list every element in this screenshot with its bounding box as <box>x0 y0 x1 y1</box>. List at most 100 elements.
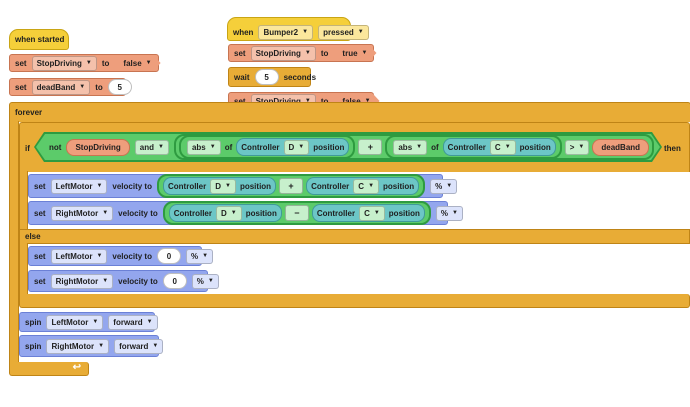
axis-dropdown[interactable]: D▼ <box>215 205 242 221</box>
and-dropdown[interactable]: and▼ <box>135 140 169 155</box>
direction-label: forward <box>113 317 143 327</box>
set-left-velocity-zero-block[interactable]: set LeftMotor▼ velocity to 0 %▼ <box>28 246 214 266</box>
axis-dropdown[interactable]: C▼ <box>359 205 385 221</box>
abs-dropdown[interactable]: abs▼ <box>393 140 427 155</box>
set-label: set <box>34 181 46 191</box>
set-label: set <box>15 58 27 68</box>
minus-operator[interactable]: − <box>284 205 309 221</box>
controller-d-reporter[interactable]: Controller D▼ position <box>168 204 282 222</box>
stopdriving-variable[interactable]: StopDriving <box>66 139 129 156</box>
and-condition[interactable]: not StopDriving and▼ abs▼ of Controller … <box>36 134 660 160</box>
wait-block[interactable]: wait 5 seconds <box>228 67 316 87</box>
forever-arm <box>9 121 19 366</box>
velocity-value-input[interactable]: 0 <box>162 273 187 289</box>
unit-dropdown[interactable]: %▼ <box>191 273 219 289</box>
controller-label: Controller <box>173 208 212 218</box>
sum-expression[interactable]: Controller D▼ position + Controller C▼ p… <box>156 174 426 198</box>
set-label: set <box>234 96 246 106</box>
axis-dropdown[interactable]: C▼ <box>353 178 380 194</box>
unit-label: % <box>196 276 204 286</box>
value-input[interactable]: 5 <box>107 79 132 95</box>
variable-dropdown[interactable]: StopDriving▼ <box>250 45 316 61</box>
motor-dropdown[interactable]: RightMotor▼ <box>50 273 114 289</box>
chevron-down-icon: ▼ <box>504 144 511 150</box>
else-band: else <box>19 229 690 244</box>
set-right-velocity-zero-block[interactable]: set RightMotor▼ velocity to 0 %▼ <box>28 270 219 292</box>
axis-dropdown[interactable]: D▼ <box>210 178 236 194</box>
abs-dropdown[interactable]: abs▼ <box>187 140 221 155</box>
motor-dropdown[interactable]: RightMotor▼ <box>50 205 114 221</box>
set-left-velocity-block[interactable]: set LeftMotor▼ velocity to Controller D▼… <box>28 174 458 198</box>
chevron-down-icon: ▼ <box>207 278 214 284</box>
direction-dropdown[interactable]: forward▼ <box>108 314 158 330</box>
unit-dropdown[interactable]: %▼ <box>430 178 458 194</box>
unit-dropdown[interactable]: %▼ <box>185 248 214 264</box>
chevron-down-icon: ▼ <box>230 210 237 216</box>
controller-c-reporter[interactable]: Controller C▼ position <box>311 204 425 222</box>
spin-label: spin <box>25 317 42 327</box>
variable-name: StopDriving <box>36 58 82 68</box>
to-label: to <box>320 96 329 106</box>
compare-label: > <box>569 142 575 152</box>
axis-dropdown[interactable]: C▼ <box>490 140 516 155</box>
motor-dropdown[interactable]: RightMotor▼ <box>46 338 110 354</box>
set-right-velocity-block[interactable]: set RightMotor▼ velocity to Controller D… <box>28 201 463 225</box>
motor-dropdown[interactable]: LeftMotor▼ <box>46 314 104 330</box>
variable-dropdown[interactable]: StopDriving▼ <box>31 55 97 71</box>
motor-dropdown[interactable]: LeftMotor▼ <box>50 248 108 264</box>
unit-dropdown[interactable]: %▼ <box>435 205 463 221</box>
set-label: set <box>234 48 246 58</box>
position-label: position <box>245 208 277 218</box>
compare-expression[interactable]: abs▼ of Controller D▼ position + abs▼ of… <box>174 134 654 160</box>
if-else-footer <box>19 294 690 308</box>
chevron-down-icon: ▼ <box>96 183 103 189</box>
controller-c-reporter[interactable]: Controller C▼ position <box>306 177 420 195</box>
axis-dropdown[interactable]: D▼ <box>284 140 310 155</box>
controller-c-reporter[interactable]: Controller C▼ position <box>443 138 556 156</box>
difference-expression[interactable]: Controller D▼ position − Controller C▼ p… <box>162 201 431 225</box>
loop-arrow-icon: ↩ <box>72 362 81 373</box>
controller-d-reporter[interactable]: Controller D▼ position <box>162 177 277 195</box>
chevron-down-icon: ▼ <box>98 343 105 349</box>
state-dropdown[interactable]: pressed▼ <box>318 24 369 40</box>
deadband-variable[interactable]: deadBand <box>592 139 649 156</box>
not-label: not <box>49 142 62 152</box>
motor-dropdown[interactable]: LeftMotor▼ <box>50 178 108 194</box>
position-label: position <box>313 142 345 152</box>
set-stopdriving-true-block[interactable]: set StopDriving▼ to true▼ <box>228 44 374 62</box>
boolean-dropdown[interactable]: false▼ <box>114 56 160 71</box>
set-stopdriving-block[interactable]: set StopDriving▼ to false▼ <box>9 54 159 72</box>
position-label: position <box>388 208 420 218</box>
variable-dropdown[interactable]: deadBand▼ <box>31 79 91 95</box>
forever-footer[interactable]: ↩ <box>9 362 89 376</box>
seconds-label: seconds <box>283 72 317 82</box>
when-bumper-block[interactable]: when Bumper2▼ pressed▼ <box>227 17 369 41</box>
compare-dropdown[interactable]: >▼ <box>565 140 590 155</box>
abs-c-expression[interactable]: abs▼ of Controller C▼ position <box>385 135 561 159</box>
of-label: of <box>224 142 233 152</box>
wait-value-input[interactable]: 5 <box>254 69 279 85</box>
forever-block[interactable]: forever <box>9 102 690 122</box>
chevron-down-icon: ▼ <box>145 60 152 66</box>
axis-label: D <box>288 142 295 152</box>
plus-operator[interactable]: + <box>279 178 304 194</box>
velocity-value-input[interactable]: 0 <box>156 248 181 264</box>
spin-right-block[interactable]: spin RightMotor▼ forward▼ <box>19 335 164 357</box>
direction-dropdown[interactable]: forward▼ <box>114 338 164 354</box>
controller-label: Controller <box>316 208 356 218</box>
when-started-label: when started <box>15 35 65 44</box>
when-started-block[interactable]: when started <box>9 29 69 50</box>
position-label: position <box>239 181 272 191</box>
set-deadband-block[interactable]: set deadBand▼ to 5 <box>9 78 132 96</box>
controller-d-reporter[interactable]: Controller D▼ position <box>236 138 349 156</box>
motor-name: RightMotor <box>51 341 95 351</box>
boolean-dropdown[interactable]: true▼ <box>333 46 376 61</box>
abs-d-expression[interactable]: abs▼ of Controller D▼ position <box>179 135 355 159</box>
spin-left-block[interactable]: spin LeftMotor▼ forward▼ <box>19 312 158 332</box>
plus-operator[interactable]: + <box>358 139 382 155</box>
chevron-down-icon: ▼ <box>146 319 153 325</box>
axis-label: C <box>364 208 370 218</box>
set-label: set <box>34 251 46 261</box>
device-dropdown[interactable]: Bumper2▼ <box>258 24 314 40</box>
controller-label: Controller <box>241 142 280 152</box>
